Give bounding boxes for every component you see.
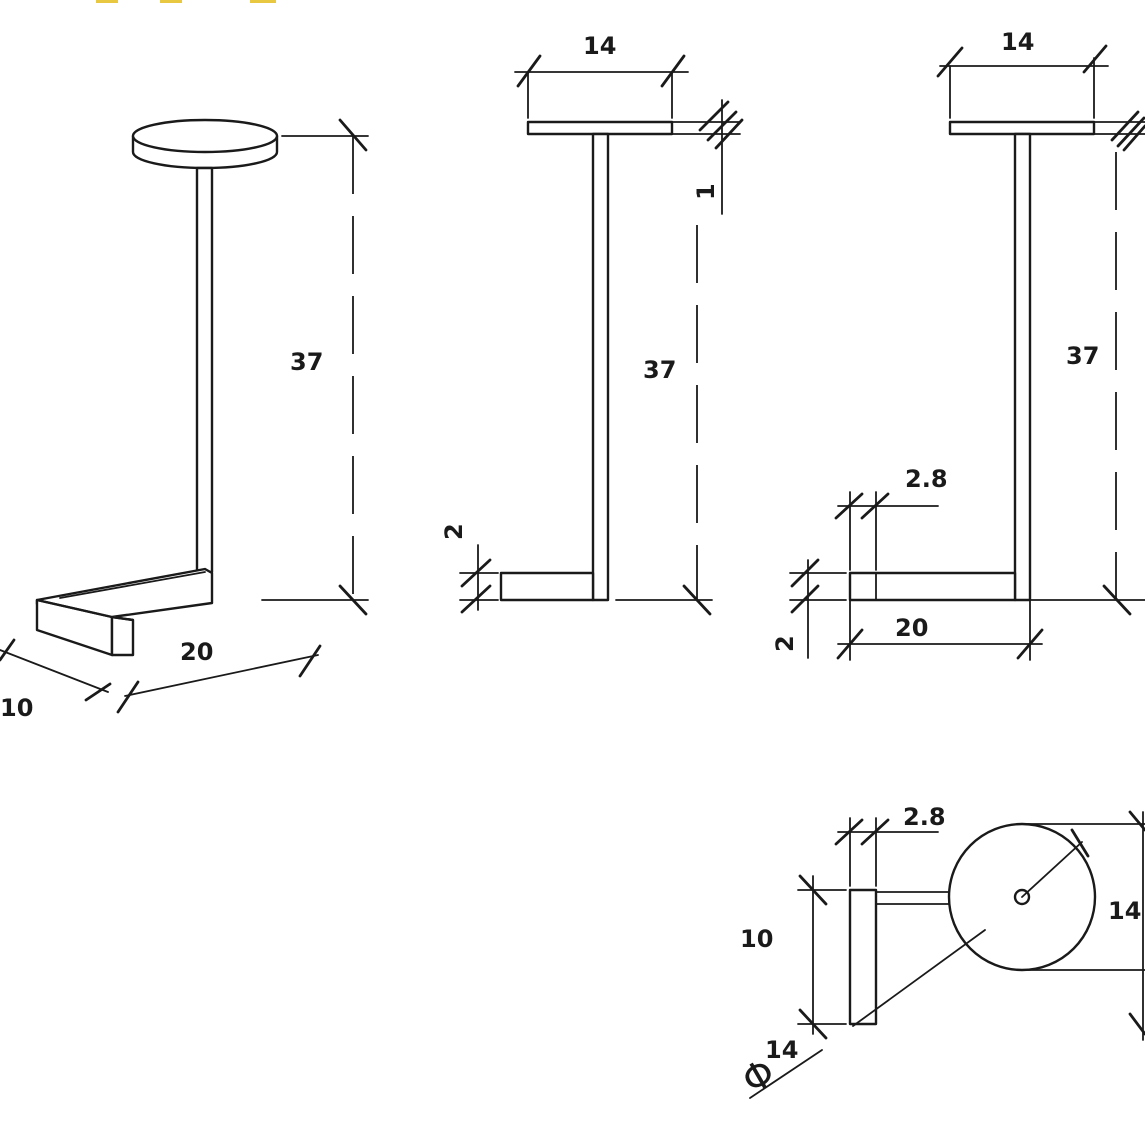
plan-width-label: 10 [740, 925, 773, 953]
plan-width-dimension: 10 [740, 874, 847, 1040]
plan-disc-label: 14 [1108, 897, 1141, 925]
side-view: 14 1 37 2 [440, 32, 744, 616]
perspective-height-dimension: 37 [261, 118, 369, 616]
side-top-label: 14 [583, 32, 616, 60]
plan-base [848, 888, 878, 1026]
plan-post-dimension: 2.8 [834, 803, 946, 887]
plan-view: 2.8 10 14 Φ 14 [735, 803, 1145, 1103]
front-height-label: 37 [1066, 342, 1099, 370]
side-top-plate [526, 120, 674, 136]
side-base-label: 2 [440, 523, 468, 540]
front-view: 14 37 2.8 [771, 28, 1145, 661]
plan-post-label: 2.8 [903, 803, 946, 831]
plan-post-dot [1013, 888, 1031, 906]
side-top-dimension: 14 [514, 32, 689, 119]
side-post [591, 132, 610, 602]
perspective-view: 37 20 10 [0, 118, 369, 722]
front-top-dimension: 14 [936, 28, 1109, 119]
front-thickness-ticks [1093, 110, 1145, 152]
front-base [848, 571, 1017, 602]
front-base-dimension: 2 [771, 558, 847, 659]
front-post [1013, 132, 1032, 602]
front-length-dimension: 20 [836, 599, 1044, 661]
side-height-dimension: 37 [615, 225, 713, 616]
side-base-dimension: 2 [440, 523, 499, 614]
side-height-label: 37 [643, 356, 676, 384]
side-thickness-ticks: 1 [671, 99, 744, 215]
side-top-gap-label: 1 [692, 183, 720, 200]
plan-disc-dimension: 14 [1021, 810, 1145, 1041]
perspective-width-label: 10 [0, 694, 33, 722]
perspective-disc [131, 118, 279, 170]
perspective-length-dimension: 20 [116, 638, 322, 714]
front-height-dimension: 37 [1029, 152, 1145, 616]
front-post-dimension: 2.8 [834, 465, 948, 571]
front-top-label: 14 [1001, 28, 1034, 56]
perspective-post [195, 166, 214, 574]
perspective-base [35, 567, 214, 657]
plan-diameter-label: 14 [765, 1036, 798, 1064]
perspective-width-dimension: 10 [0, 638, 112, 722]
perspective-height-label: 37 [290, 348, 323, 376]
corner-marks [96, 0, 276, 3]
front-length-label: 20 [895, 614, 928, 642]
side-base [499, 571, 595, 602]
front-base-label: 2 [771, 635, 799, 652]
perspective-length-label: 20 [180, 638, 213, 666]
front-top-plate [948, 120, 1096, 136]
front-post-label: 2.8 [905, 465, 948, 493]
